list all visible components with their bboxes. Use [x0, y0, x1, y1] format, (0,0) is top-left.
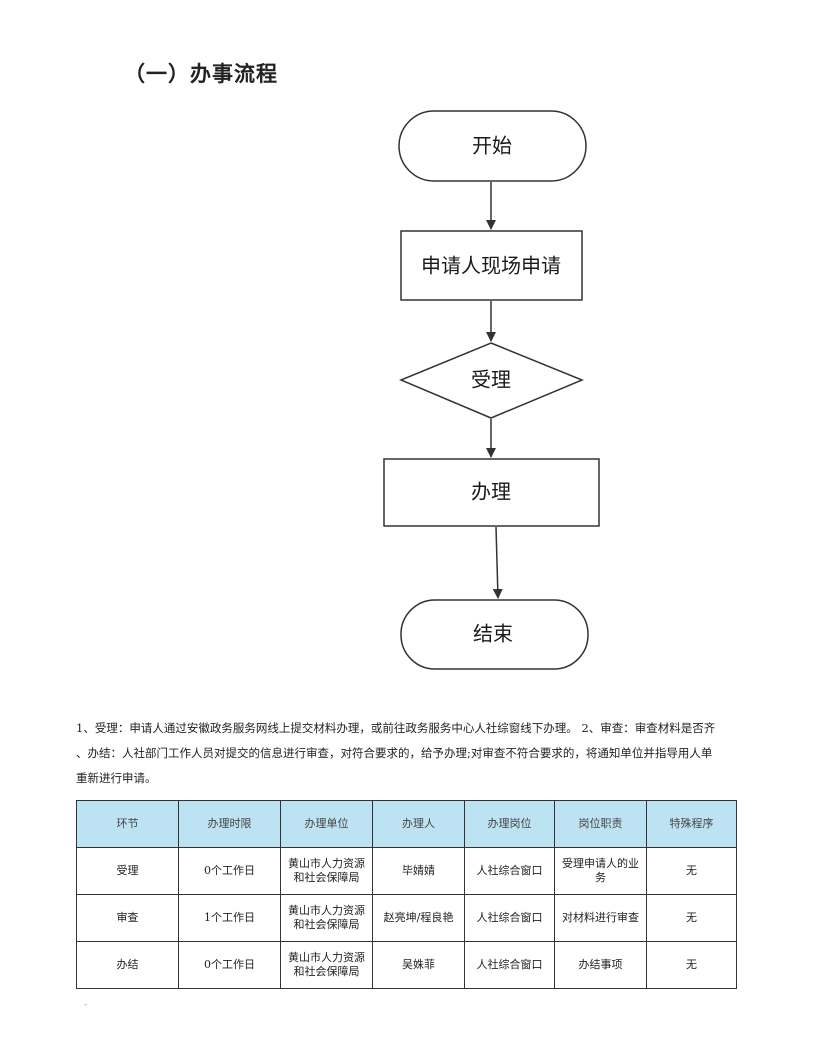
- flow-node-apply: [400, 230, 583, 301]
- flow-node-apply-label: 申请人现场申请: [421, 254, 561, 278]
- table-cell: 人社综合窗口: [464, 941, 555, 989]
- table-cell: 无: [646, 894, 737, 942]
- table-cell: 无: [646, 941, 737, 989]
- flow-node-end-label: 结束: [473, 622, 513, 646]
- table-cell: 对材料进行审查: [554, 894, 647, 942]
- table-cell: 黄山市人力资源和社会保障局: [280, 941, 373, 989]
- flow-node-start: [398, 110, 587, 182]
- table-cell: 毕婧婧: [372, 847, 465, 895]
- column-header: 办理人: [372, 800, 465, 848]
- column-header: 岗位职责: [554, 800, 647, 848]
- table-cell: 1个工作日: [178, 894, 281, 942]
- flow-node-accept: [399, 342, 584, 419]
- table-cell: 赵亮坤/程良艳: [372, 894, 465, 942]
- flow-node-end: [400, 599, 589, 670]
- section-title: （一）办事流程: [124, 62, 278, 86]
- flow-node-handle: [383, 458, 600, 527]
- table-cell: 无: [646, 847, 737, 895]
- flow-arrow: [492, 526, 503, 599]
- table-cell: 受理: [76, 847, 179, 895]
- page-footer-mark: -: [84, 1000, 88, 1010]
- flowchart: 开始 申请人现场申请 受理 办理 结束: [383, 110, 600, 670]
- table-cell: 审查: [76, 894, 179, 942]
- table-cell: 0个工作日: [178, 941, 281, 989]
- process-table: 环节 办理时限 办理单位 办理人 办理岗位 岗位职责 特殊程序 受理 0个工作日…: [76, 800, 737, 989]
- table-row: 审查 1个工作日 黄山市人力资源和社会保障局 赵亮坤/程良艳 人社综合窗口 对材…: [76, 894, 737, 942]
- table-cell: 办结: [76, 941, 179, 989]
- description-line: 重新进行申请。: [76, 771, 157, 785]
- table-header-row: 环节 办理时限 办理单位 办理人 办理岗位 岗位职责 特殊程序: [76, 800, 737, 848]
- table-cell: 人社综合窗口: [464, 847, 555, 895]
- column-header: 办理岗位: [464, 800, 555, 848]
- table-cell: 人社综合窗口: [464, 894, 555, 942]
- table-cell: 吴姝菲: [372, 941, 465, 989]
- process-description: 1、受理：申请人通过安徽政务服务网线上提交材料办理，或前往政务服务中心人社综窗线…: [76, 716, 746, 791]
- table-cell: 黄山市人力资源和社会保障局: [280, 894, 373, 942]
- flow-node-handle-label: 办理: [471, 480, 511, 504]
- table-row: 受理 0个工作日 黄山市人力资源和社会保障局 毕婧婧 人社综合窗口 受理申请人的…: [76, 847, 737, 895]
- description-line: 1、受理：申请人通过安徽政务服务网线上提交材料办理，或前往政务服务中心人社综窗线…: [76, 721, 716, 735]
- column-header: 办理时限: [178, 800, 281, 848]
- table-cell: 0个工作日: [178, 847, 281, 895]
- table-row: 办结 0个工作日 黄山市人力资源和社会保障局 吴姝菲 人社综合窗口 办结事项 无: [76, 941, 737, 989]
- table-cell: 受理申请人的业务: [554, 847, 647, 895]
- column-header: 环节: [76, 800, 179, 848]
- flow-node-accept-label: 受理: [471, 368, 511, 392]
- column-header: 办理单位: [280, 800, 373, 848]
- table-cell: 办结事项: [554, 941, 647, 989]
- table-cell: 黄山市人力资源和社会保障局: [280, 847, 373, 895]
- flow-node-start-label: 开始: [472, 134, 512, 158]
- description-line: 、办结：人社部门工作人员对提交的信息进行审查，对符合要求的，给予办理;对审查不符…: [76, 746, 713, 760]
- column-header: 特殊程序: [646, 800, 737, 848]
